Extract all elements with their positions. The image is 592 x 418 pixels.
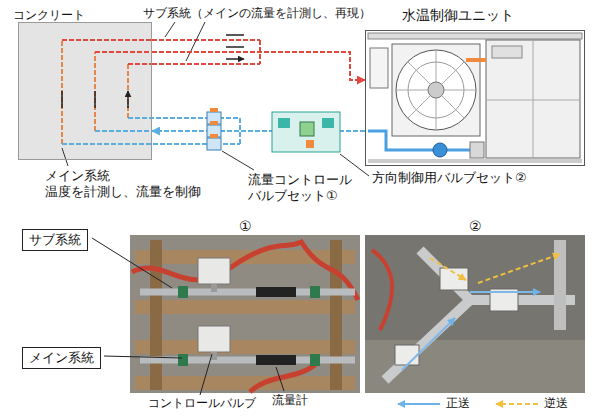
valve-set-part [322,118,334,128]
pallet-plank [135,300,355,314]
node-heading: ① [239,218,252,235]
annotation-label: メイン系統 温度を計測し、流量を制御 [45,168,204,201]
fan [396,50,476,130]
return-pipe [62,40,152,64]
valve [207,125,221,137]
pallet-plank [135,376,355,390]
riser-pipe [62,40,128,144]
unit-base [368,159,582,163]
node-heading: コンクリート [13,8,85,22]
flow-meter [256,355,296,365]
unit-part [370,48,388,88]
node-heading: ② [469,218,482,235]
legend-label: 逆送 [544,396,568,411]
pallet-stringer [150,240,162,390]
leader-line [165,22,205,61]
valve [207,138,221,150]
flow-arrow [402,318,455,370]
legend-sample [398,403,440,405]
photo-panel: ② [365,235,585,393]
flow-arrow [478,254,560,283]
control-valve [198,258,230,284]
leader-line [62,148,68,166]
unit-pipe [368,131,470,150]
concrete-fill [18,22,152,160]
unit-panel [486,40,580,158]
flow-arrow [430,258,466,280]
fitting [310,354,320,366]
fan-hub [428,82,444,98]
photo-ground [365,235,585,393]
pipe-connector [152,52,365,80]
annotation-label: 方向制御用バルブセット② [372,170,527,186]
annotation-label: 流量コントロール バルブセット① [248,172,362,205]
fan-grid [396,50,476,130]
unit-pipe [466,58,486,62]
fitting [310,286,320,298]
callout-box: メイン系統 [22,347,101,369]
valve-set-part [300,122,314,136]
pipe [140,292,355,360]
annotation-label: サブ系統（メインの流量を計測し、再現） [143,6,371,21]
annotation-label: 流量計 [272,393,308,408]
valve [207,112,221,124]
valve-handle [210,134,218,138]
leader-line [276,367,284,391]
flow-arrow [226,35,244,59]
unit-panel-line [486,40,580,158]
fan-housing [392,44,480,136]
unit-part [470,142,484,158]
legend-label: 正送 [446,396,470,411]
annotation-label: コントロールバルブ [148,396,256,411]
leader-line [222,151,254,170]
fitting [178,286,188,298]
valve-set [272,112,340,152]
concrete-block: コンクリート [18,22,152,160]
node-heading: 水温制御ユニット [402,7,514,24]
callout-box: サブ系統 [22,229,88,251]
valve [395,345,419,365]
hose [372,250,392,330]
valve-handle [210,121,218,125]
valve-handle [210,108,218,112]
legend-sample [496,403,538,405]
flow-arrow [62,91,128,108]
callout-text: メイン系統 [29,350,94,366]
valve-set-part [306,140,314,148]
photo-panel: ① [130,235,360,393]
fitting [178,354,188,366]
unit-rail [368,33,582,39]
valve-stem [211,284,217,292]
callout-text: サブ系統 [29,232,81,248]
leader-line [200,354,212,395]
pipe [385,250,575,380]
water-temp-unit: 水温制御ユニット [365,30,585,166]
leader-line [92,238,172,288]
flow-meter [256,287,296,297]
control-valve [198,326,230,352]
pump [433,143,447,157]
unit-part [492,46,522,58]
pipe [554,240,566,330]
photo-ground [130,235,360,393]
valve-set-part [278,118,290,128]
flow-arrow [470,291,540,293]
pallet-stringer [330,240,342,390]
valve [440,268,468,290]
leader-line [104,356,182,358]
pallet-plank [135,340,355,354]
